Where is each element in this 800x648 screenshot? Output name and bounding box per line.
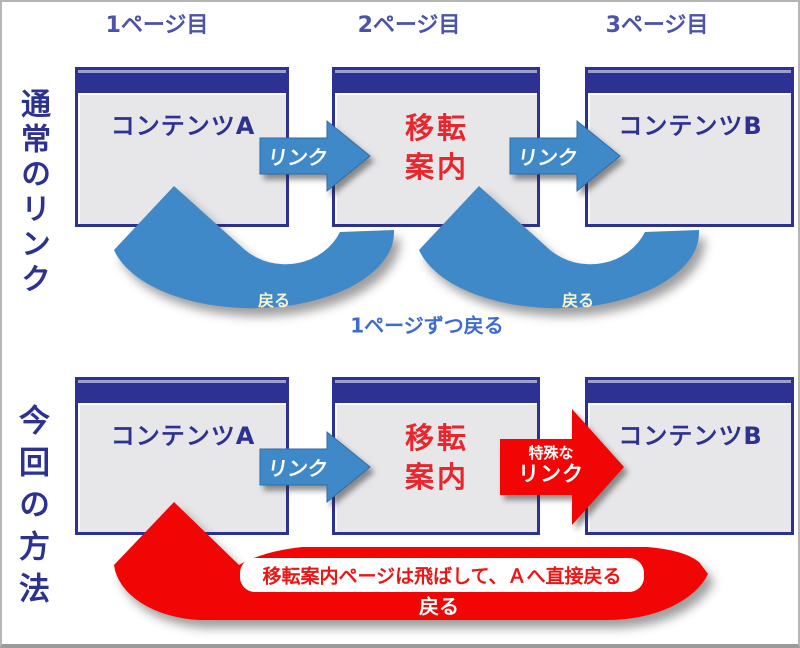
link-arrow-label: リンク [516,145,580,170]
window-titlebar [78,380,286,403]
page-label-1: 1ページ目 [105,13,209,38]
link-arrow-bottom [259,430,371,504]
content-b-label: コンテンツB [618,112,763,140]
back-arc-top-left [114,186,395,309]
window-content-b-top: コンテンツB [585,67,794,227]
link-arrow-label: リンク [266,145,330,170]
skip-note-caption: 移転案内ページは飛ばして、Ａへ直接戻る [262,565,622,588]
link-arrow-top-1 [259,119,371,193]
window-titlebar [588,380,791,403]
content-b-label: コンテンツB [618,422,763,450]
back-arc-label: 戻る [257,291,291,310]
link-arrow-label: リンク [266,456,330,481]
page-label-3: 3ページ目 [605,13,709,38]
page-label-2: 2ページ目 [357,13,461,38]
step-back-caption: 1ページずつ戻る [350,313,504,338]
direct-back-label: 戻る [419,594,459,619]
special-link-label: 特殊な リンク [518,444,584,486]
window-body: コンテンツB [588,93,791,224]
content-a-label: コンテンツA [110,422,256,450]
direct-back-caption-window [240,558,644,592]
row-label-normal-links: 通常のリンク [15,88,50,298]
back-arc-label: 戻る [561,291,595,310]
window-titlebar [588,70,791,93]
content-a-label: コンテンツA [110,112,256,140]
window-transfer-top: 移転 案内 [332,67,540,227]
window-titlebar [335,380,537,403]
special-link-arrow [500,409,624,525]
window-body: 移転 案内 [335,93,537,224]
transfer-notice-label: 移転 案内 [404,111,469,184]
link-arrow-top-2 [509,119,621,193]
window-content-a-bottom: コンテンツA [75,377,289,535]
transfer-notice-label: 移転 案内 [404,421,469,494]
window-titlebar [78,70,286,93]
row-label-this-method: 今回の方法 [13,404,49,614]
back-arc-top-right [419,186,700,309]
window-titlebar [335,70,537,93]
